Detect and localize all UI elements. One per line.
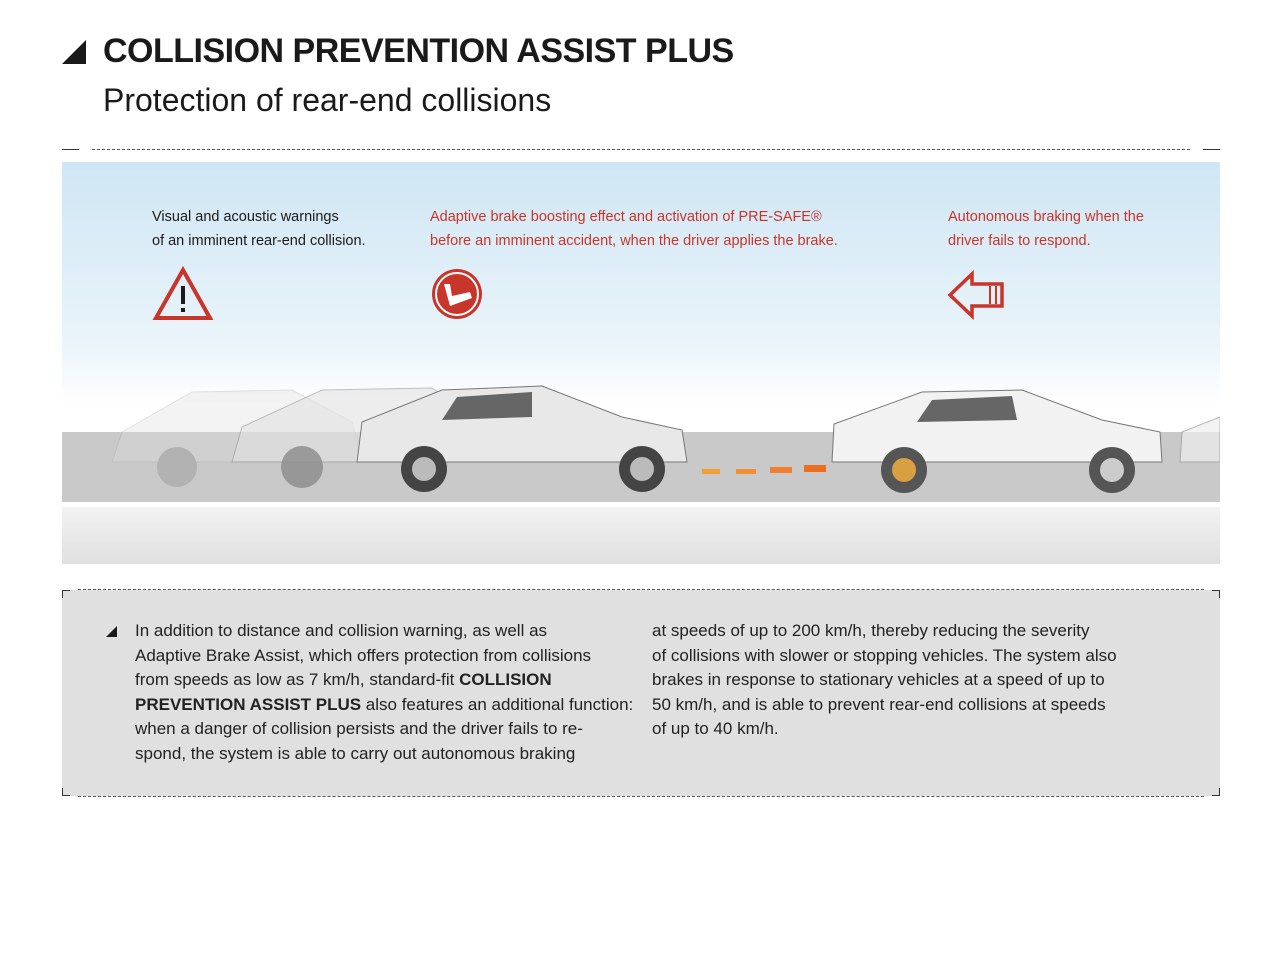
arrow-left-icon	[947, 270, 1004, 320]
page-subtitle: Protection of rear-end collisions	[103, 82, 552, 118]
car-mercedes-s-class	[831, 389, 1163, 493]
car-ahead	[1179, 416, 1220, 463]
page-title: COLLISION PREVENTION ASSIST PLUS	[103, 32, 734, 70]
stage-2-caption: Adaptive brake boosting effect and activ…	[430, 209, 838, 249]
bullet-triangle-icon	[106, 626, 117, 637]
body-column-1: In addition to distance and collision wa…	[135, 621, 634, 763]
description-box	[62, 589, 1220, 797]
title-triangle-icon	[62, 40, 86, 64]
road-edge	[62, 507, 1220, 564]
body-column-2: at speeds of up to 200 km/h, thereby red…	[652, 621, 1117, 738]
car-mercedes-c-class	[356, 385, 688, 492]
braking-indicator	[702, 465, 826, 474]
brake-pedal-icon	[432, 269, 482, 319]
cars-illustration	[111, 385, 1220, 493]
divider	[62, 149, 1220, 151]
warning-triangle-icon	[152, 266, 214, 320]
